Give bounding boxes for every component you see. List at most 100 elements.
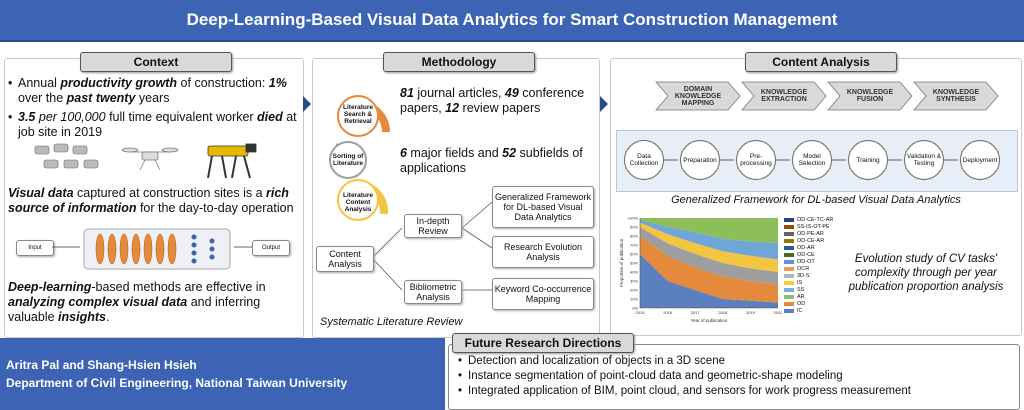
nn-layers bbox=[83, 228, 231, 270]
legend-label: OCR bbox=[797, 265, 810, 272]
legend-item: OD-AR bbox=[784, 244, 836, 251]
t: . bbox=[105, 310, 110, 324]
legend-label: OD-CE bbox=[797, 251, 815, 258]
t: over the bbox=[18, 91, 67, 105]
t: Model Selection bbox=[798, 153, 826, 167]
legend-item: OD bbox=[784, 300, 836, 307]
drone-icon bbox=[121, 147, 179, 171]
area-series-od bbox=[640, 236, 778, 303]
t: analyzing complex visual data bbox=[8, 295, 188, 309]
t: In-depth Review bbox=[416, 216, 450, 236]
t: productivity growth bbox=[60, 76, 178, 90]
nn-input-label: Input bbox=[28, 245, 42, 251]
area-series-ot bbox=[640, 219, 778, 260]
t: rich source of information bbox=[8, 186, 289, 215]
context-deep-learning: Deep-learning-based methods are effectiv… bbox=[8, 280, 300, 325]
circle-preparation: Preparation bbox=[680, 140, 720, 180]
t: Literature Content Analysis bbox=[343, 192, 373, 213]
pipeline-arrows bbox=[662, 159, 958, 161]
t: Preparation bbox=[683, 156, 717, 164]
chevron-knowledge-extraction: KNOWLEDGE EXTRACTION bbox=[754, 82, 814, 110]
t: Instance segmentation of point-cloud dat… bbox=[468, 370, 843, 382]
chevron-knowledge-synthesis: KNOWLEDGE SYNTHESIS bbox=[926, 82, 986, 110]
arrow-right-icon bbox=[600, 96, 608, 112]
future-item: •Integrated application of BIM, point cl… bbox=[458, 385, 911, 397]
context-bullet-2: • 3.5 per 100,000 full time equivalent w… bbox=[8, 110, 297, 139]
t: Training bbox=[856, 156, 880, 164]
area-series-ic bbox=[640, 254, 778, 308]
t: Annual bbox=[18, 76, 61, 90]
t: Integrated application of BIM, point clo… bbox=[468, 385, 911, 397]
t: KNOWLEDGE SYNTHESIS bbox=[932, 89, 980, 103]
legend-label: IC bbox=[797, 307, 803, 314]
knowledge-chevrons bbox=[655, 81, 998, 111]
legend-label: OD-PE-AR bbox=[797, 230, 824, 237]
legend-item: OD-OT bbox=[784, 258, 836, 265]
t: Research Evolution Analysis bbox=[503, 242, 583, 262]
area-series-other bbox=[640, 218, 778, 244]
t: Content Analysis bbox=[328, 249, 362, 269]
legend-swatch bbox=[784, 238, 794, 243]
t: Sorting of Literature bbox=[332, 153, 364, 167]
t: Visual data bbox=[8, 186, 74, 200]
legend-swatch bbox=[784, 259, 794, 264]
t: 3.5 bbox=[18, 110, 36, 124]
t: past twenty bbox=[66, 91, 136, 105]
t: insights bbox=[58, 310, 106, 324]
t: 81 bbox=[400, 86, 414, 100]
x-tick-label: 2015 bbox=[636, 310, 646, 315]
future-item: •Instance segmentation of point-cloud da… bbox=[458, 370, 843, 382]
t: Bibliometric Analysis bbox=[409, 282, 457, 302]
bibliometric-box: Bibliometric Analysis bbox=[404, 280, 462, 304]
t: journal articles, bbox=[413, 86, 505, 100]
context-header: Context bbox=[80, 52, 232, 72]
t: 52 bbox=[502, 146, 517, 160]
t: -based methods are effective in bbox=[91, 280, 266, 294]
legend-label: 3D-S bbox=[797, 272, 810, 279]
legend-item: OD-PE-AR bbox=[784, 230, 836, 237]
evolution-caption: Evolution study of CV tasks' complexity … bbox=[842, 252, 1010, 294]
y-tick-label: 10% bbox=[630, 297, 638, 302]
legend-item: OD-CE-AR bbox=[784, 237, 836, 244]
y-tick-label: 70% bbox=[630, 243, 638, 248]
legend-item: AR bbox=[784, 293, 836, 300]
methodology-counts-2: 6 major fields and 52 subfields of appli… bbox=[400, 146, 596, 176]
title-bar: Deep-Learning-Based Visual Data Analytic… bbox=[0, 0, 1024, 42]
y-tick-label: 80% bbox=[630, 234, 638, 239]
legend-swatch bbox=[784, 294, 794, 299]
step-content-analysis: Literature Content Analysis bbox=[338, 192, 378, 213]
y-tick-label: 100% bbox=[628, 216, 639, 221]
context-header-label: Context bbox=[133, 55, 179, 69]
nn-diagram: Input Output bbox=[12, 228, 297, 270]
circle-data-collection: Data Collection bbox=[624, 140, 664, 180]
t: 49 bbox=[504, 86, 519, 100]
y-tick-label: 30% bbox=[630, 279, 638, 284]
t: at job site in 2019 bbox=[18, 110, 297, 139]
x-tick-label: 2019 bbox=[746, 310, 756, 315]
t: KNOWLEDGE EXTRACTION bbox=[760, 89, 808, 103]
legend-swatch bbox=[784, 308, 794, 313]
legend-swatch bbox=[784, 217, 794, 222]
legend-swatch bbox=[784, 280, 794, 285]
authors: Aritra Pal and Shang-Hsien Hsieh bbox=[6, 358, 197, 372]
x-axis-label: Year of publication bbox=[691, 318, 728, 323]
context-bullet-1: • Annual productivity growth of construc… bbox=[8, 76, 287, 105]
t: and inferring valuable bbox=[8, 295, 261, 324]
legend-swatch bbox=[784, 231, 794, 236]
y-tick-label: 90% bbox=[630, 225, 638, 230]
content-analysis-header: Content Analysis bbox=[745, 52, 897, 72]
nn-output-box: Output bbox=[252, 240, 290, 256]
legend-swatch bbox=[784, 287, 794, 292]
circle-training: Training bbox=[848, 140, 888, 180]
legend-item: 3D-S bbox=[784, 272, 836, 279]
legend-label: IS bbox=[797, 279, 803, 286]
legend-label: OD bbox=[797, 300, 806, 307]
t: per 100,000 bbox=[35, 110, 106, 124]
t: Literature Search & Retrieval bbox=[343, 104, 373, 125]
legend-label: SS bbox=[797, 286, 805, 293]
legend-swatch bbox=[784, 252, 794, 257]
nn-output-label: Output bbox=[261, 245, 280, 251]
context-visual-data: Visual data captured at construction sit… bbox=[8, 186, 300, 216]
